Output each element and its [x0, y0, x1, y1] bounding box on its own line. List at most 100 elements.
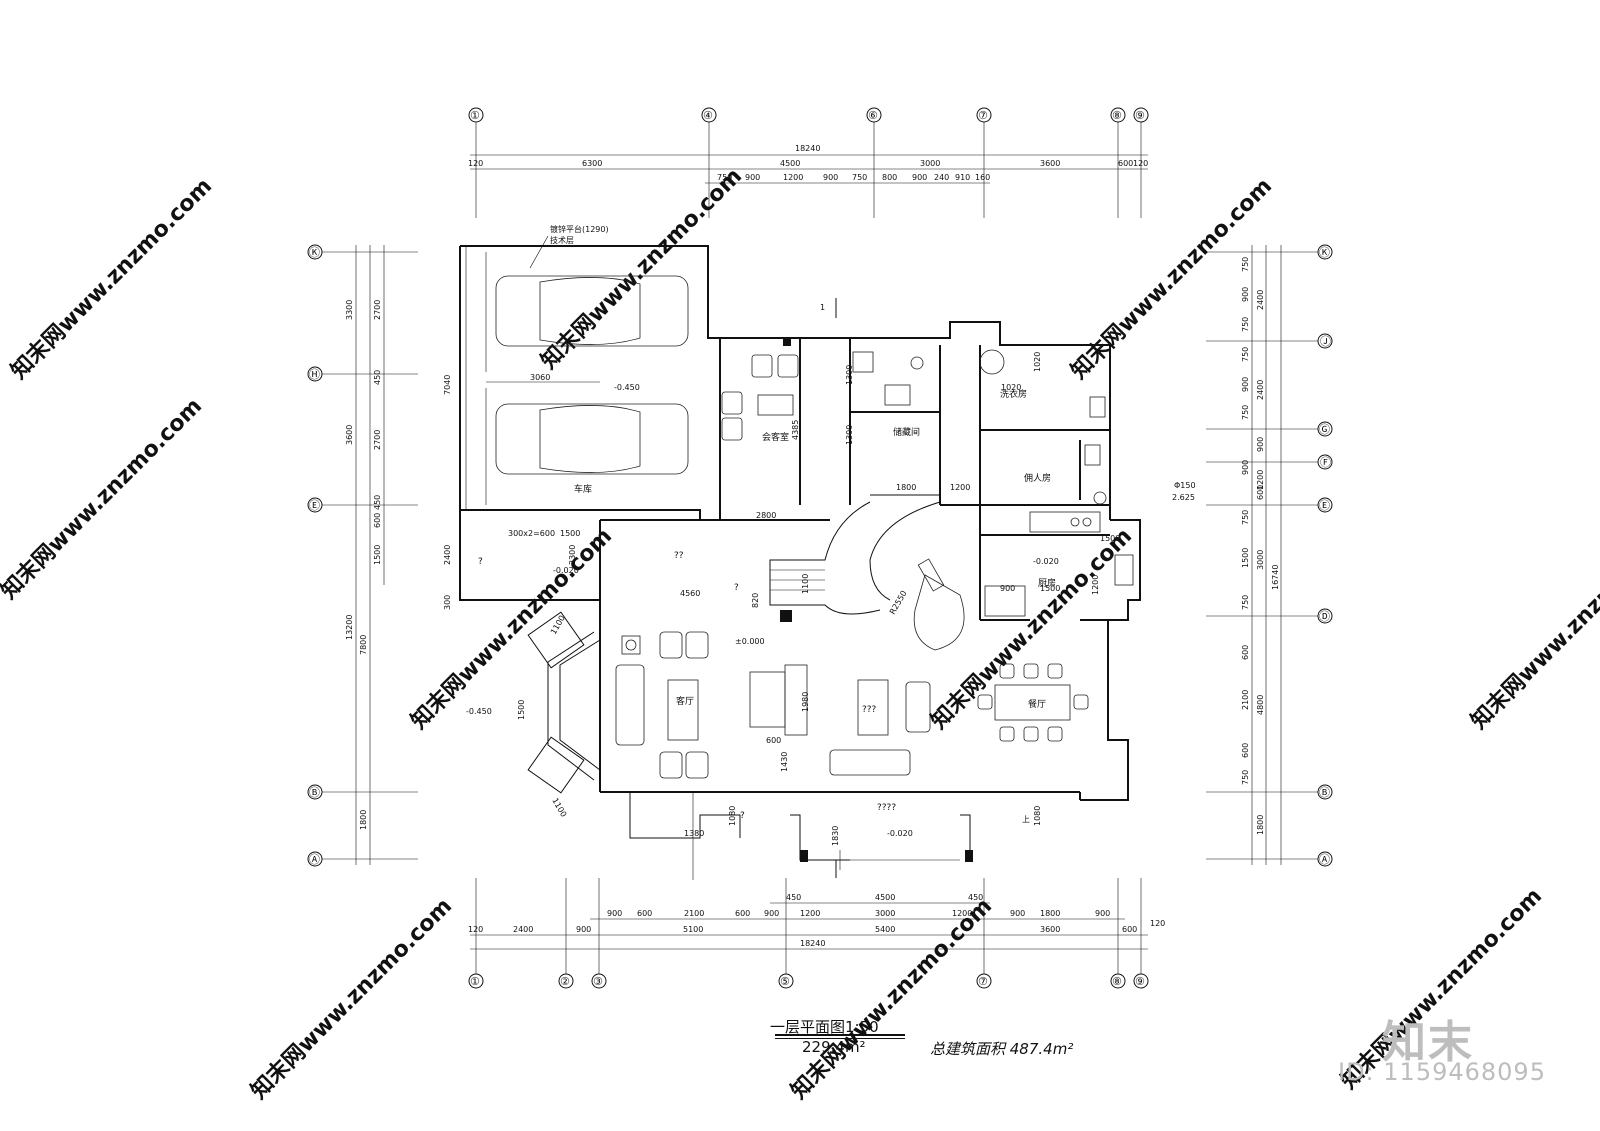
dimension-text: 900 — [1241, 460, 1250, 475]
room-label-lounge: ??? — [862, 705, 877, 715]
dim-1300a: 1300 — [845, 365, 854, 385]
living-furniture — [615, 631, 931, 779]
dimension-text: 900 — [607, 909, 622, 918]
room-label-dining: 餐厅 — [1028, 698, 1046, 710]
room-label-storage: 储藏间 — [893, 426, 920, 438]
dimension-text: 600 — [735, 909, 750, 918]
room-label-hall: ?? — [674, 551, 684, 561]
dim-4560: 4560 — [680, 589, 700, 598]
dim-1080a: 1080 — [728, 806, 737, 826]
dimension-text: 6300 — [582, 159, 602, 168]
dim-1020a: 1020 — [1001, 383, 1021, 392]
pipe-note: Φ150 — [1174, 481, 1196, 490]
dimension-text: 3000 — [875, 909, 895, 918]
axis-label: ① — [470, 975, 480, 988]
dimension-text: 4500 — [875, 893, 895, 902]
title-underline — [775, 1034, 905, 1036]
axis-label: ② — [560, 975, 570, 988]
dimension-text: 3000 — [920, 159, 940, 168]
axis-label: ③ — [593, 975, 603, 988]
title-underline-thin — [775, 1038, 905, 1039]
axis-label: Ⓔ — [1319, 499, 1330, 512]
total-floor-area: 总建筑面积 487.4m² — [930, 1040, 1074, 1058]
axis-label: Ⓚ — [309, 246, 320, 259]
dim-7040: 7040 — [443, 375, 452, 395]
dimension-text: 1200 — [952, 909, 972, 918]
dimension-text: 1800 — [359, 810, 368, 830]
dimension-text: 2400 — [1256, 380, 1265, 400]
watermark-text: 知末网www.znzmo.com — [1466, 523, 1600, 734]
dimension-text: 900 — [1256, 437, 1265, 452]
building-walls — [459, 245, 1141, 880]
dimension-text: 900 — [764, 909, 779, 918]
dimension-text: 120 — [468, 159, 483, 168]
dimension-text: 240 — [934, 173, 949, 182]
level-entry: -0.020 — [553, 566, 579, 575]
dim-300x2: 300x2=600 — [508, 529, 555, 538]
dimension-text: 800 — [882, 173, 897, 182]
dimension-text: 750 — [1241, 770, 1250, 785]
level-main: ±0.000 — [735, 637, 765, 646]
dimension-text: 910 — [955, 173, 970, 182]
dimension-text: 120 — [468, 925, 483, 934]
room-label-living: 客厅 — [676, 695, 694, 707]
level-left: -0.450 — [466, 707, 492, 716]
dimension-text: 18240 — [795, 144, 820, 153]
dim-1500a: 1500 — [560, 529, 580, 538]
dimension-text: 1500 — [1241, 548, 1250, 568]
dimension-text: 450 — [786, 893, 801, 902]
dim-1500b: 1500 — [517, 700, 526, 720]
dim-1200k: 1200 — [1091, 575, 1100, 595]
dim-900k: 900 — [1000, 584, 1015, 593]
dimension-text: 900 — [576, 925, 591, 934]
dimension-text: 7800 — [359, 635, 368, 655]
dimension-text: 600 — [1241, 743, 1250, 758]
dim-1380: 1380 — [684, 829, 704, 838]
watermark-text: 知末网www.znzmo.com — [536, 163, 747, 374]
dimension-text: 1200 — [800, 909, 820, 918]
curved-stair — [769, 494, 941, 622]
dimension-text: 5100 — [683, 925, 703, 934]
axis-label: Ⓙ — [1320, 335, 1331, 348]
dimension-text: 1500 — [373, 545, 382, 565]
dimension-text: 600 — [637, 909, 652, 918]
dimension-text: 900 — [745, 173, 760, 182]
reception-furniture — [721, 338, 799, 441]
first-floor-area: 229.4m² — [802, 1038, 866, 1056]
dimension-text: 450 — [373, 495, 382, 510]
dimension-text: 600 — [1118, 159, 1133, 168]
dimension-text: 1800 — [1256, 815, 1265, 835]
room-label-laundry: 洗衣房 — [1000, 388, 1027, 400]
dimension-text: 450 — [373, 370, 382, 385]
room-label-entry2: ? — [740, 811, 745, 821]
dimension-text: 300 — [443, 595, 452, 610]
axis-label: Ⓑ — [309, 786, 320, 799]
dim-1300b: 1300 — [845, 425, 854, 445]
dim-1500k: 1500 — [1040, 584, 1060, 593]
dimension-text: 3600 — [1040, 925, 1060, 934]
axis-label: Ⓗ — [309, 368, 320, 381]
dimension-text: 2700 — [373, 430, 382, 450]
watermark-layer: 知末网www.znzmo.com 知末网www.znzmo.com 知末网www… — [0, 163, 1600, 1104]
dimension-text: 750 — [1241, 405, 1250, 420]
annotation-platform: 镀锌平台(1290) — [550, 224, 609, 234]
section-mark: 1 — [820, 303, 825, 312]
watermark-text: 知末网www.znzmo.com — [406, 523, 617, 734]
dimension-text: 13200 — [345, 615, 354, 640]
axis-label: Ⓕ — [1320, 456, 1331, 469]
axis-label: Ⓚ — [1319, 246, 1330, 259]
dim-600: 600 — [766, 736, 781, 745]
dimension-text: 900 — [1241, 287, 1250, 302]
dimension-text: 18240 — [800, 939, 825, 948]
dimension-text: 900 — [912, 173, 927, 182]
kitchen-fixtures — [852, 349, 1134, 617]
level-kitchen: -0.020 — [1033, 557, 1059, 566]
dimension-text: 750 — [852, 173, 867, 182]
axis-label: ⑥ — [868, 109, 878, 122]
axis-label: ⑤ — [780, 975, 790, 988]
axis-label: ⑨ — [1135, 109, 1145, 122]
drawing-title: 一层平面图1:50 — [770, 1018, 879, 1036]
level-garage: -0.450 — [614, 383, 640, 392]
dimension-text: 3000 — [1256, 550, 1265, 570]
axis-label: ⑦ — [978, 975, 988, 988]
